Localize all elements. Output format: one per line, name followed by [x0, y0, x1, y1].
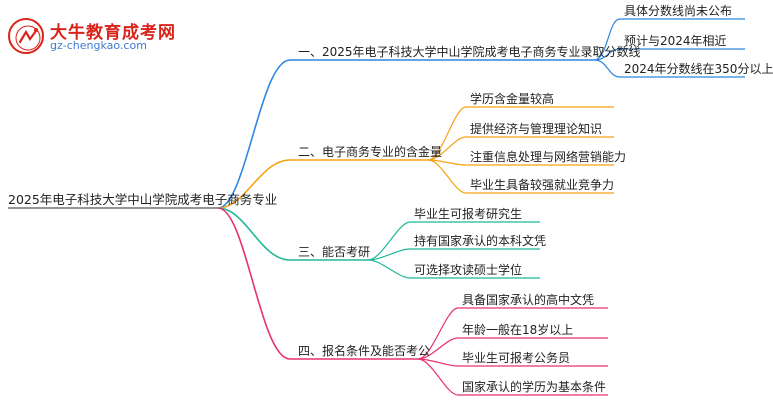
root-to-branch-link-4 [217, 207, 291, 360]
mindmap-links [8, 18, 745, 396]
leaf-node-2-1[interactable]: 学历含金量较高 [470, 92, 555, 106]
logo-url: gz-chengkao.com [50, 39, 147, 52]
mindmap-diagram [8, 18, 745, 396]
root-to-branch-link-3 [217, 207, 291, 261]
branch-2-leaf-link-2 [427, 136, 467, 161]
branch-3-leaf-link-1 [367, 221, 411, 261]
root-to-branch-link-1 [217, 59, 291, 209]
logo-title: 大牛教育成考网 [50, 23, 176, 43]
leaf-node-1-3[interactable]: 2024年分数线在350分以上 [624, 62, 773, 76]
branch-1-leaf-link-1 [593, 18, 621, 61]
branch-2-leaf-link-1 [427, 106, 467, 161]
branch-node-2[interactable]: 二、电子商务专业的含金量 [298, 145, 443, 159]
branch-4-leaf-link-2 [417, 337, 459, 360]
leaf-node-3-3[interactable]: 可选择攻读硕士学位 [414, 263, 523, 277]
logo-emblem-icon [8, 18, 44, 54]
leaf-node-1-2[interactable]: 预计与2024年相近 [624, 34, 727, 48]
branch-4-leaf-link-3 [417, 358, 459, 367]
root-node[interactable]: 2025年电子科技大学中山学院成考电子商务专业 [8, 192, 278, 207]
leaf-node-3-1[interactable]: 毕业生可报考研究生 [414, 207, 523, 221]
branch-node-3[interactable]: 三、能否考研 [298, 245, 371, 259]
branch-node-4[interactable]: 四、报名条件及能否考公 [298, 344, 431, 358]
site-logo[interactable]: 大牛教育成考网 gz-chengkao.com [8, 14, 178, 56]
leaf-node-4-2[interactable]: 年龄一般在18岁以上 [462, 323, 574, 337]
branch-1-leaf-link-3 [593, 59, 621, 78]
leaf-node-4-1[interactable]: 具备国家承认的高中文凭 [462, 293, 595, 307]
leaf-node-4-4[interactable]: 国家承认的学历为基本条件 [462, 380, 607, 394]
leaf-node-4-3[interactable]: 毕业生可报考公务员 [462, 351, 571, 365]
root-to-branch-link-2 [217, 159, 291, 209]
branch-node-1[interactable]: 一、2025年电子科技大学中山学院成考电子商务专业录取分数线 [298, 45, 641, 59]
leaf-node-2-4[interactable]: 毕业生具备较强就业竞争力 [470, 178, 615, 192]
leaf-node-1-1[interactable]: 具体分数线尚未公布 [624, 4, 733, 18]
branch-3-leaf-link-2 [367, 248, 411, 261]
leaf-node-2-2[interactable]: 提供经济与管理理论知识 [470, 122, 603, 136]
leaf-node-3-2[interactable]: 持有国家承认的本科文凭 [414, 234, 547, 248]
branch-2-leaf-link-4 [427, 159, 467, 194]
branch-1-leaf-link-2 [593, 48, 621, 61]
branch-4-leaf-link-4 [417, 358, 459, 396]
branch-3-leaf-link-3 [367, 259, 411, 279]
branch-2-leaf-link-3 [427, 159, 467, 166]
branch-4-leaf-link-1 [417, 307, 459, 360]
leaf-node-2-3[interactable]: 注重信息处理与网络营销能力 [470, 150, 627, 164]
